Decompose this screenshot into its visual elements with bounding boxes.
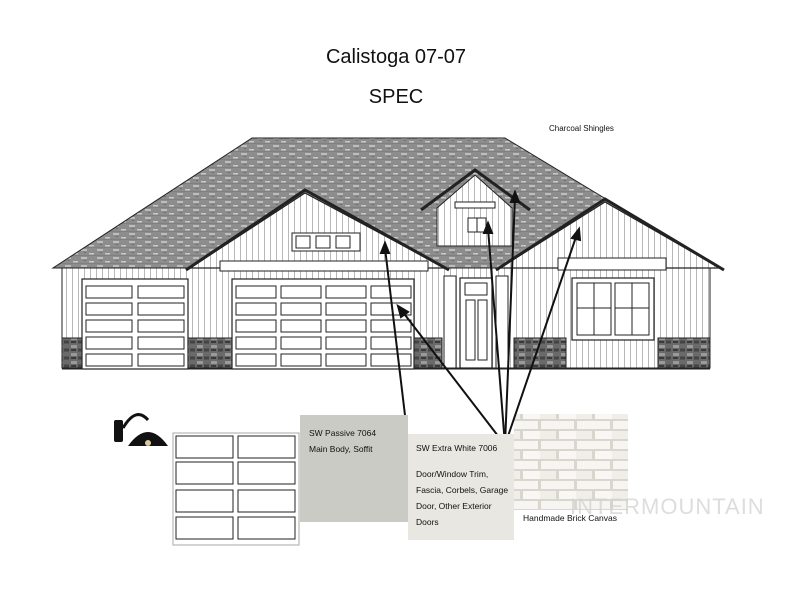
page-subtitle: SPEC [368,86,424,108]
roof-color-label: Charcoal Shingles [549,124,614,133]
page-title: Calistoga 07-07 [325,46,467,68]
garage-door-right [231,278,415,370]
garage-door-sample [172,432,300,546]
passive-color-swatch: SW Passive 7064 Main Body, Soffit [300,415,408,522]
lantern-light-icon [114,413,168,446]
front-window [571,277,655,341]
gable-windows [219,232,667,272]
extra-white-text: SW Extra White 7006 Door/Window Trim, Fa… [416,440,512,530]
garage-door-left [81,278,189,370]
passive-color-use: Main Body, Soffit [309,444,373,454]
stone-wainscot [61,337,711,369]
passive-color-name: SW Passive 7064 [309,428,377,438]
brick-label: Handmade Brick Canvas [523,513,618,523]
front-entry [443,275,509,369]
extra-white-use: Door/Window Trim, Fascia, Corbels, Garag… [416,469,509,527]
watermark: INTERMOUNTAIN [570,494,765,519]
extra-white-name: SW Extra White 7006 [416,443,498,453]
extra-white-swatch: SW Extra White 7006 Door/Window Trim, Fa… [408,434,514,540]
passive-color-text: SW Passive 7064 Main Body, Soffit [309,425,405,457]
callout-arrows [379,189,582,446]
brick-swatch [514,414,628,510]
